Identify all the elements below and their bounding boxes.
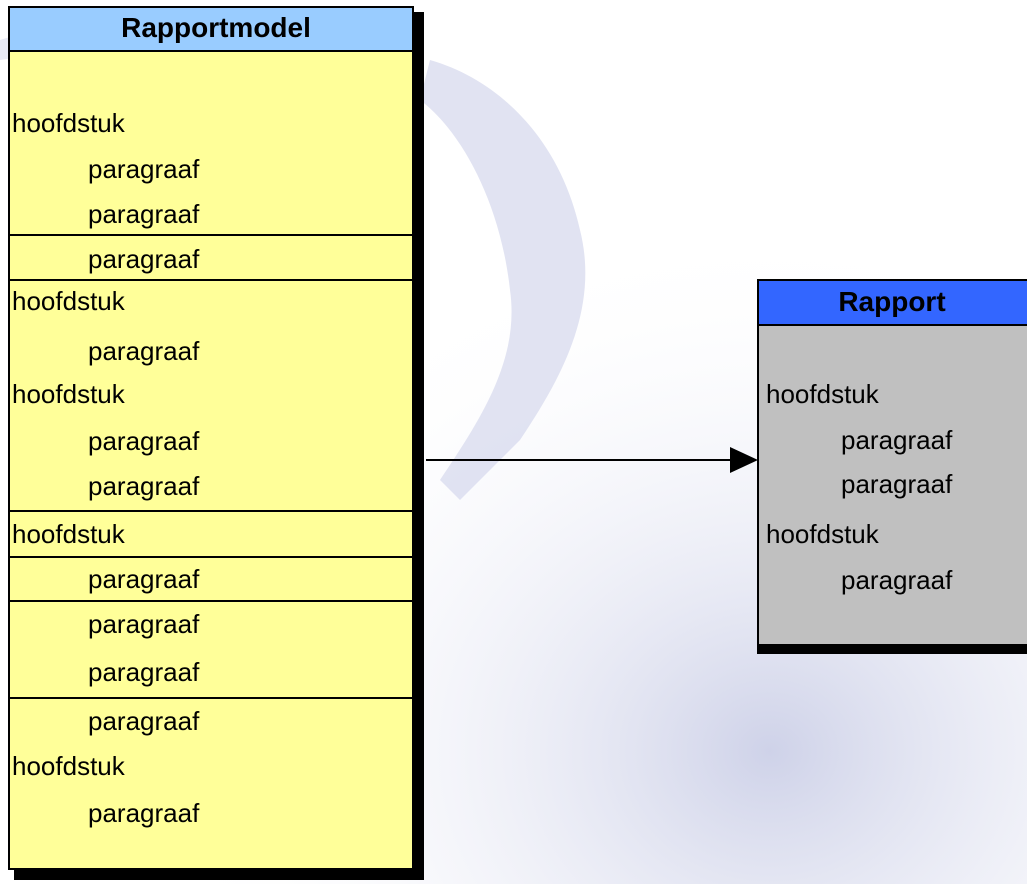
paragraph-label: paragraaf xyxy=(841,425,953,455)
paragraph-label: paragraaf xyxy=(841,565,953,595)
chapter-label: hoofdstuk xyxy=(12,379,125,409)
section-divider xyxy=(8,279,414,281)
paragraph-label: paragraaf xyxy=(88,336,200,366)
paragraph-label: paragraaf xyxy=(88,564,200,594)
chapter-label: hoofdstuk xyxy=(12,751,125,781)
report-model-box: Rapportmodel hoofdstuk paragraaf paragra… xyxy=(8,6,424,880)
paragraph-label: paragraaf xyxy=(88,609,200,639)
paragraph-label: paragraaf xyxy=(841,469,953,499)
report-model-body xyxy=(8,6,414,870)
section-divider xyxy=(8,510,414,512)
paragraph-label: paragraaf xyxy=(88,154,200,184)
paragraph-label: paragraaf xyxy=(88,798,200,828)
paragraph-label: paragraaf xyxy=(88,426,200,456)
paragraph-label: paragraaf xyxy=(88,471,200,501)
box-shadow xyxy=(14,870,424,880)
section-divider xyxy=(8,600,414,602)
report-box: Rapport hoofdstuk paragraaf paragraaf ho… xyxy=(757,279,1027,654)
box-shadow xyxy=(414,12,424,880)
section-divider xyxy=(8,234,414,236)
paragraph-label: paragraaf xyxy=(88,706,200,736)
transform-arrow xyxy=(426,447,758,473)
chapter-label: hoofdstuk xyxy=(12,519,125,549)
arrow-head xyxy=(730,447,758,473)
report-body xyxy=(757,279,1027,646)
report-header xyxy=(757,279,1027,326)
report-title: Rapport xyxy=(838,286,946,317)
report-model-title: Rapportmodel xyxy=(121,12,311,43)
section-divider xyxy=(8,697,414,699)
chapter-label: hoofdstuk xyxy=(766,379,879,409)
section-divider xyxy=(8,556,414,558)
paragraph-label: paragraaf xyxy=(88,199,200,229)
report-model-header xyxy=(8,6,414,52)
paragraph-label: paragraaf xyxy=(88,657,200,687)
chapter-label: hoofdstuk xyxy=(12,286,125,316)
paragraph-label: paragraaf xyxy=(88,244,200,274)
chapter-label: hoofdstuk xyxy=(12,108,125,138)
chapter-label: hoofdstuk xyxy=(766,519,879,549)
